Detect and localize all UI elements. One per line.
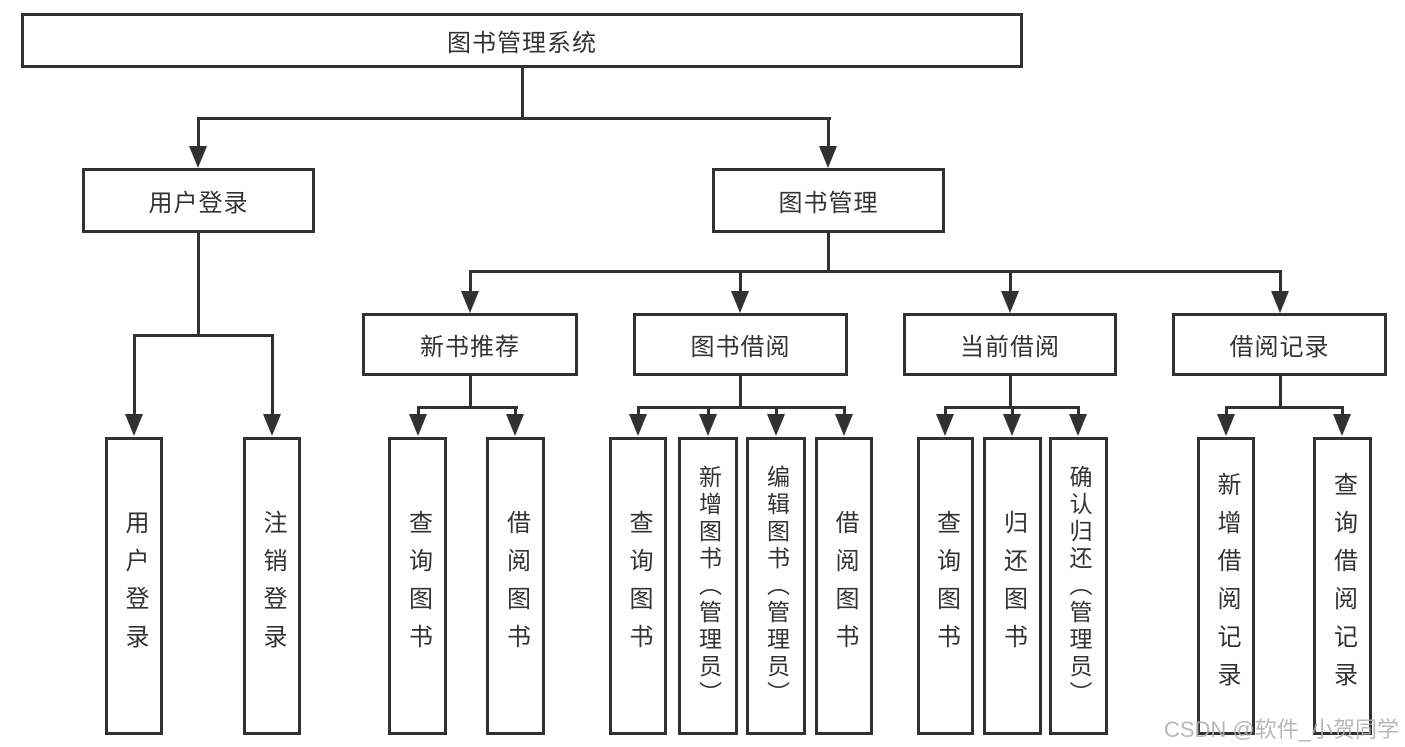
node-label: 图书借阅: [690, 334, 791, 361]
connector-stem: [637, 407, 640, 418]
connector-stem: [739, 271, 742, 292]
node-label: 归还图书: [999, 510, 1027, 662]
connector-userlogin-branch: [133, 334, 274, 337]
node-current-borrowing: 当前借阅: [903, 313, 1117, 376]
connector-stem: [133, 335, 136, 418]
connector-bookmgmt-down: [827, 233, 830, 271]
arrow-down-icon: [461, 291, 479, 313]
leaf-edit-book-admin: 编辑图书（管理员）: [746, 437, 806, 735]
connector-stem: [1077, 407, 1080, 418]
arrow-down-icon: [1003, 414, 1021, 436]
connector-stem: [827, 118, 830, 150]
node-label: 查询图书: [625, 510, 652, 662]
connector-l3-branch: [469, 270, 1282, 273]
arrow-down-icon: [506, 414, 524, 436]
connector-newbook-branch: [417, 406, 518, 409]
connector-records-down: [1279, 375, 1282, 407]
node-label: 当前借阅: [960, 334, 1060, 361]
arrow-down-icon: [1333, 414, 1351, 436]
node-label: 借阅图书: [831, 510, 858, 662]
node-label: 查询图书: [404, 510, 432, 662]
arrow-down-icon: [731, 291, 749, 313]
connector-newbook-down: [469, 375, 472, 407]
node-label: 图书管理: [778, 190, 879, 217]
connector-root-stem: [521, 68, 524, 118]
connector-stem: [1225, 407, 1228, 418]
csdn-watermark: CSDN @软件_小贺同学: [1163, 717, 1399, 742]
leaf-add-book-admin: 新增图书（管理员）: [678, 437, 738, 735]
node-new-book-recommendation: 新书推荐: [362, 313, 578, 376]
connector-stem: [1279, 271, 1282, 292]
leaf-query-borrow-record: 查询借阅记录: [1313, 437, 1372, 735]
node-label: 编辑图书（管理员）: [763, 464, 790, 708]
connector-userlogin-down: [197, 233, 200, 335]
node-label: 借阅记录: [1229, 334, 1330, 361]
connector-stem: [707, 407, 710, 418]
arrow-down-icon: [189, 146, 207, 168]
leaf-add-borrow-record: 新增借阅记录: [1197, 437, 1255, 735]
connector-borrow-down: [739, 375, 742, 407]
connector-current-down: [1009, 375, 1012, 407]
leaf-confirm-return-admin: 确认归还（管理员）: [1049, 437, 1108, 735]
connector-stem: [417, 407, 420, 418]
node-label: 新增图书（管理员）: [695, 464, 722, 708]
connector-stem: [197, 118, 200, 150]
arrow-down-icon: [1217, 414, 1235, 436]
leaf-user-login: 用户登录: [105, 437, 163, 735]
node-label: 确认归还（管理员）: [1066, 464, 1092, 708]
arrow-down-icon: [629, 414, 647, 436]
connector-records-branch: [1225, 406, 1344, 409]
node-label: 用户登录: [148, 190, 249, 217]
connector-stem: [944, 407, 947, 418]
arrow-down-icon: [936, 414, 954, 436]
arrow-down-icon: [409, 414, 427, 436]
connector-stem: [1341, 407, 1344, 418]
connector-stem: [469, 271, 472, 292]
leaf-borrow-books-borrowing: 借阅图书: [815, 437, 873, 735]
node-label: 查询图书: [932, 510, 960, 662]
node-label: 借阅图书: [502, 510, 530, 662]
leaf-return-books: 归还图书: [983, 437, 1042, 735]
arrow-down-icon: [1271, 291, 1289, 313]
node-label: 注销登录: [259, 510, 286, 662]
node-user-login: 用户登录: [82, 168, 315, 233]
leaf-query-books-recommend: 查询图书: [388, 437, 447, 735]
node-label: 查询借阅记录: [1329, 472, 1357, 700]
arrow-down-icon: [699, 414, 717, 436]
connector-stem: [271, 335, 274, 418]
connector-stem: [1009, 271, 1012, 292]
leaf-query-books-current: 查询图书: [917, 437, 974, 735]
arrow-down-icon: [835, 414, 853, 436]
arrow-down-icon: [767, 414, 785, 436]
leaf-logout: 注销登录: [243, 437, 301, 735]
connector-stem: [1011, 407, 1014, 418]
connector-stem: [843, 407, 846, 418]
connector-stem: [775, 407, 778, 418]
node-borrowing-records: 借阅记录: [1172, 313, 1387, 376]
node-label: 图书管理系统: [447, 30, 597, 57]
arrow-down-icon: [819, 146, 837, 168]
leaf-borrow-books-recommend: 借阅图书: [486, 437, 545, 735]
connector-stem: [514, 407, 517, 418]
node-label: 用户登录: [121, 510, 148, 662]
node-label: 新增借阅记录: [1213, 472, 1240, 700]
node-book-management: 图书管理: [712, 168, 945, 233]
connector-borrow-branch: [637, 406, 846, 409]
node-book-borrowing: 图书借阅: [633, 313, 848, 376]
arrow-down-icon: [1069, 414, 1087, 436]
node-label: 新书推荐: [420, 334, 520, 361]
arrow-down-icon: [1001, 291, 1019, 313]
arrow-down-icon: [263, 414, 281, 436]
node-library-management-system: 图书管理系统: [21, 13, 1023, 68]
connector-l1-branch: [197, 117, 831, 120]
leaf-query-books-borrowing: 查询图书: [609, 437, 667, 735]
arrow-down-icon: [125, 414, 143, 436]
